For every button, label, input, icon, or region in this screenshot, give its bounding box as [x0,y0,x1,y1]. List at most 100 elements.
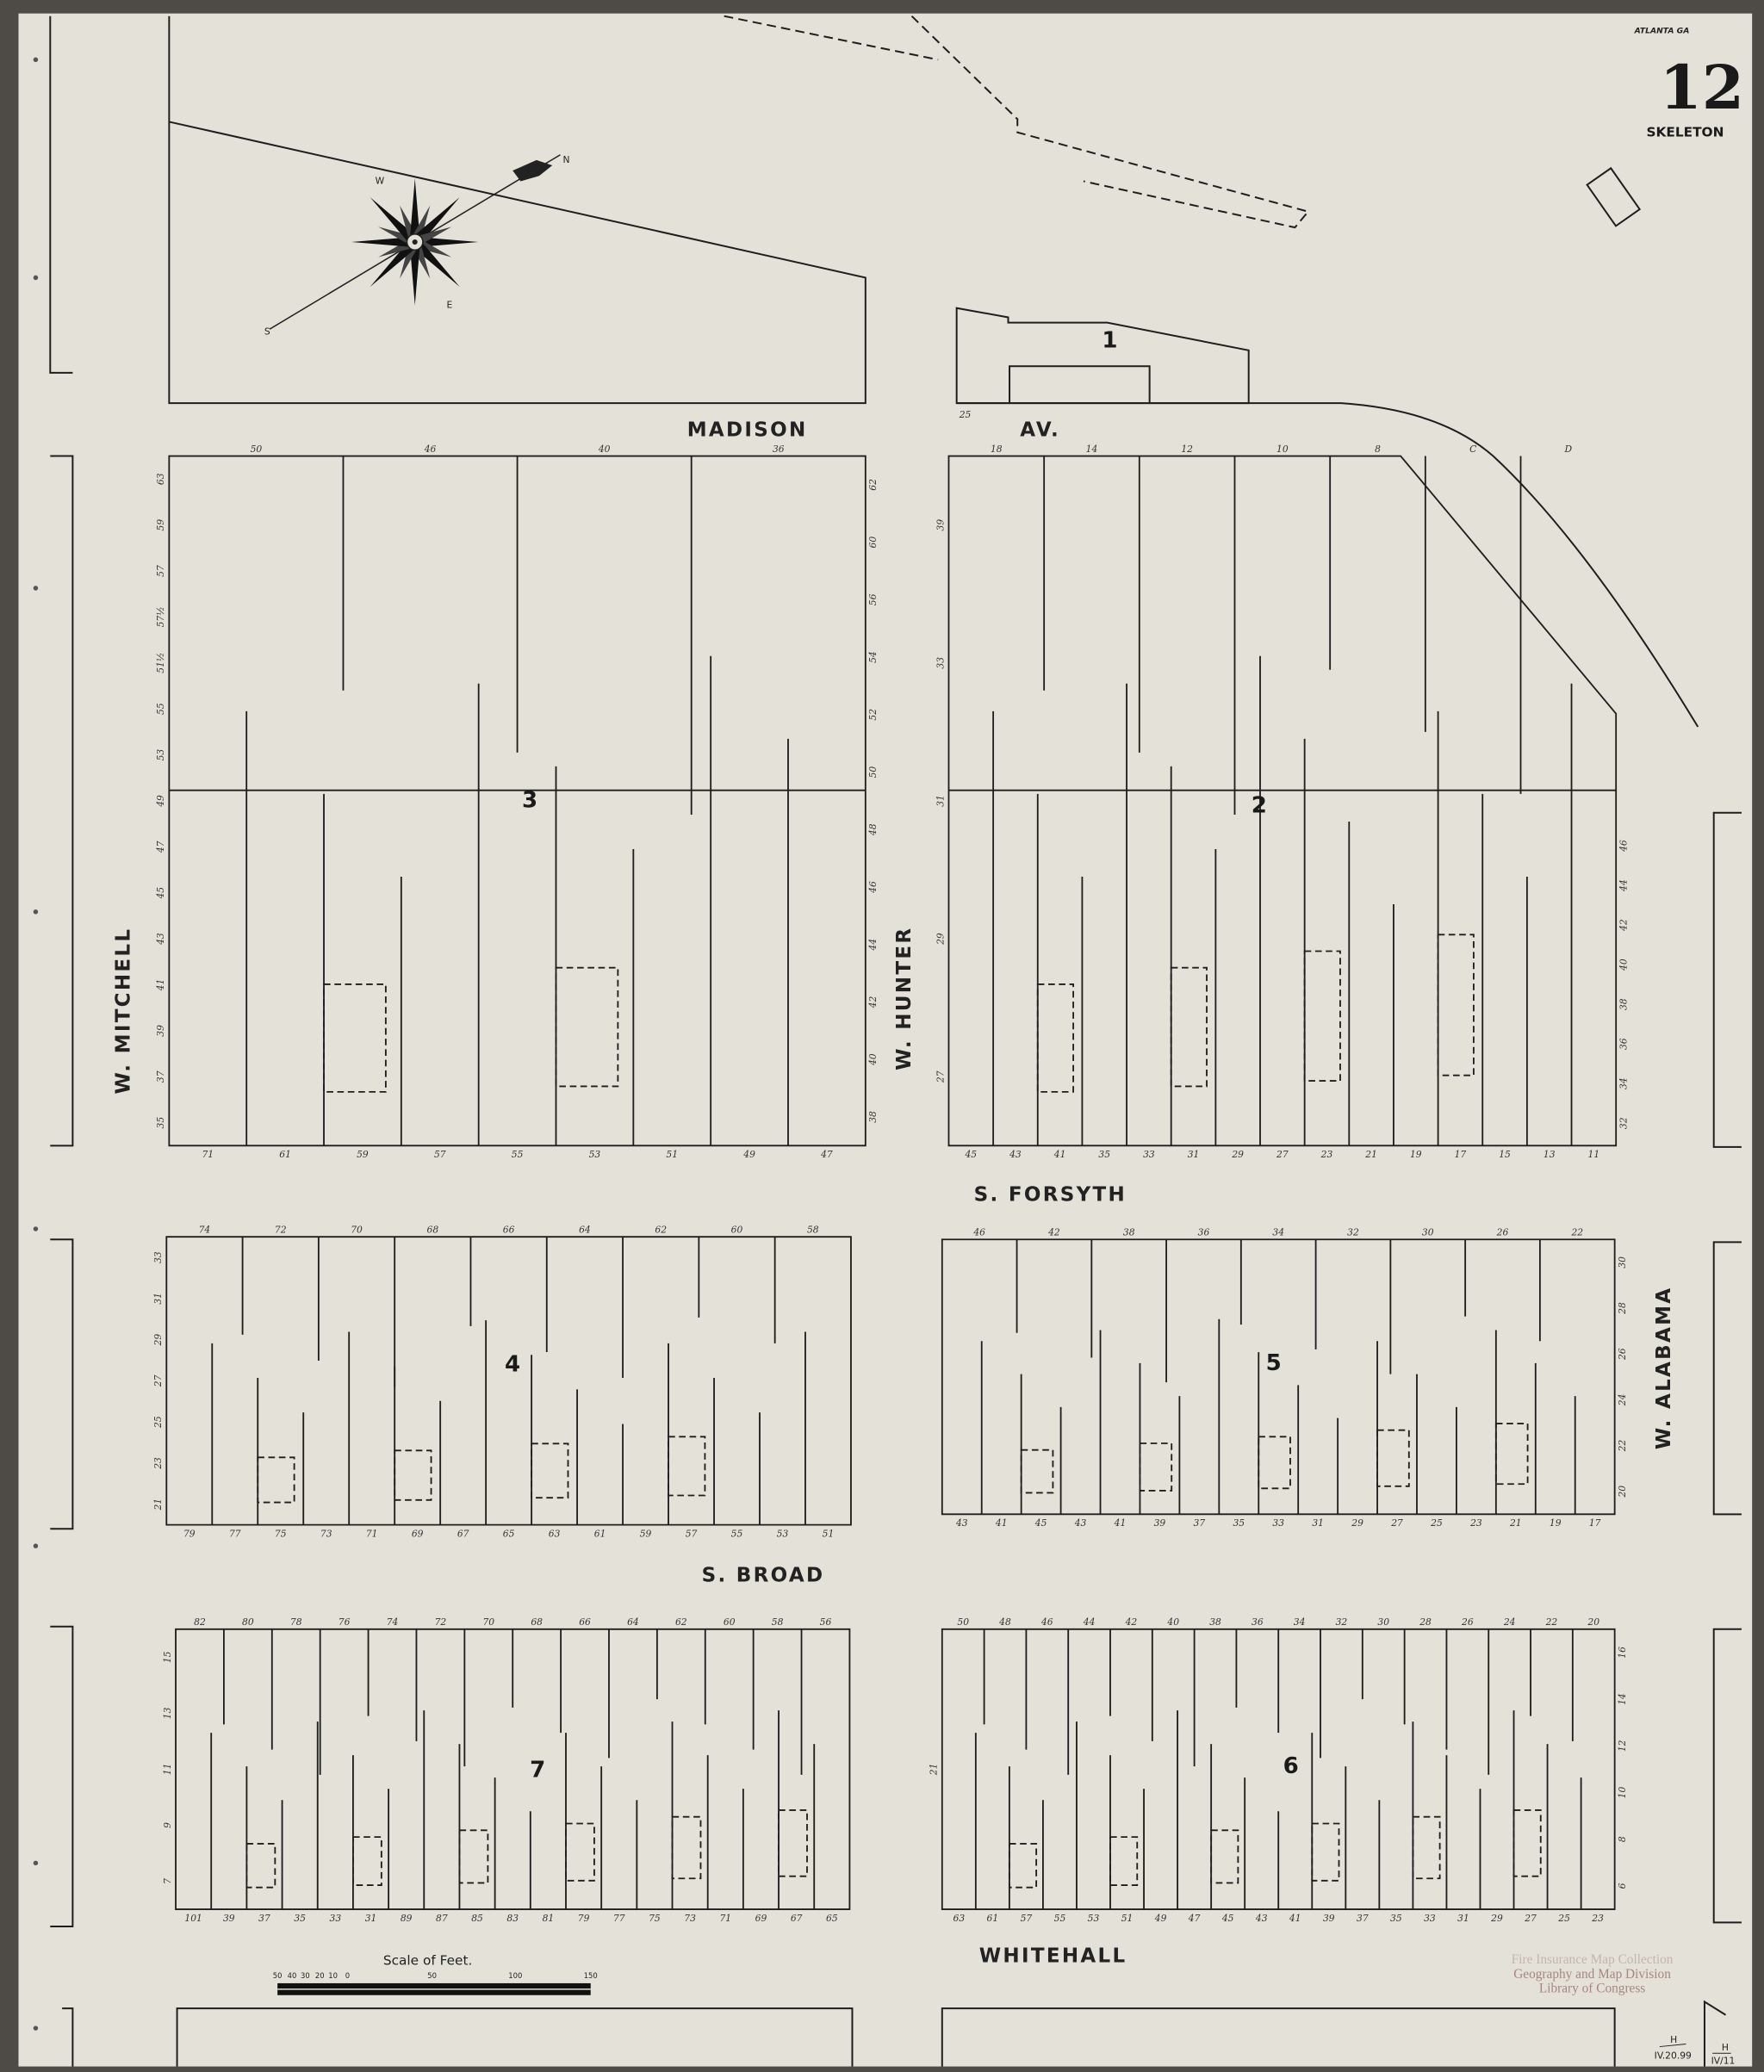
house-number: 49 [742,1149,755,1160]
house-number: 20 [1587,1616,1599,1628]
house-number: 44 [1618,879,1629,892]
house-number: 27 [152,1374,164,1387]
house-number: 32 [1336,1616,1348,1628]
house-number: 101 [184,1913,202,1924]
building-footprint [1036,983,1075,1093]
house-number: 40 [1166,1616,1179,1628]
house-number: 33 [330,1913,342,1924]
house-number: 32 [1618,1117,1629,1129]
house-number: 56 [820,1616,832,1628]
street-label-w-alabama: W. ALABAMA [1653,1287,1675,1450]
house-number: 18 [991,444,1003,455]
house-number: 61 [987,1913,999,1924]
house-number: 47 [155,841,166,853]
house-number: 57 [434,1149,446,1160]
house-number: C [1469,444,1476,455]
scale-tick-label: 40 [288,1971,297,1980]
scale-title: Scale of Feet. [383,1952,472,1968]
house-number: 36 [1618,1038,1629,1050]
building-footprint [1258,1436,1291,1490]
house-number: 76 [339,1616,351,1628]
house-number: 21 [1364,1149,1377,1160]
house-number: 51 [1121,1913,1134,1924]
house-number: 46 [424,444,437,455]
house-number: 9 [162,1822,173,1828]
house-number: 41 [155,979,166,992]
house-number: 61 [594,1528,606,1539]
house-number: 25 [1430,1517,1443,1529]
house-number: 43 [1255,1913,1268,1924]
house-number: 29 [1231,1149,1244,1160]
building-footprint [531,1442,569,1499]
building-footprint [1109,1836,1139,1886]
house-number: 35 [155,1117,166,1129]
house-number: 31 [365,1913,377,1924]
revision-notes: H IV.20.99 H IV/11 [1655,2034,1736,2067]
sheet-number: 12 [1660,52,1744,123]
house-number: 67 [457,1528,469,1539]
house-number: 57½ [155,606,166,627]
house-number: 75 [649,1913,661,1924]
house-number: 17 [1589,1517,1601,1529]
house-number: 31 [152,1293,164,1305]
binding-hole [33,1860,39,1866]
house-number: 59 [357,1149,369,1160]
house-number: 57 [1021,1913,1033,1924]
house-number: 69 [412,1528,424,1539]
binding-hole [33,275,39,281]
house-number: 41 [1114,1517,1127,1529]
house-number: 43 [1009,1149,1022,1160]
house-number: 58 [772,1616,784,1628]
revision-1-top: H [1670,2034,1677,2045]
house-number: 21 [152,1498,164,1511]
house-number: 51 [666,1149,678,1160]
binding-hole [33,1543,39,1548]
house-number: 64 [579,1225,591,1236]
house-number: 40 [867,1053,879,1066]
house-number: 31 [1188,1149,1200,1160]
house-number: 46 [972,1227,985,1238]
house-number: 44 [867,939,879,952]
house-number: 12 [1617,1740,1628,1752]
house-number: 69 [755,1913,767,1924]
house-number: 60 [867,537,879,549]
block-number-4: 4 [505,1352,520,1378]
house-number: 48 [867,823,879,836]
building-footprint [1494,1423,1529,1486]
house-number: 30 [1617,1256,1628,1269]
house-number: 22 [1545,1616,1558,1628]
building-footprint [1376,1429,1410,1487]
house-number: 70 [351,1225,363,1236]
house-number: 33 [152,1251,164,1263]
house-number: 47 [820,1149,833,1160]
compass-label-w: W [376,176,385,187]
house-number: 38 [1618,998,1629,1010]
street-label-whitehall: WHITEHALL [979,1945,1127,1967]
paper [18,13,1753,2067]
house-number: 37 [155,1070,166,1083]
house-number: 50 [251,444,263,455]
block-outline-3 [168,455,866,1147]
house-number: 47 [1188,1913,1201,1924]
block-number-1: 1 [1102,328,1117,354]
house-number: 38 [867,1111,879,1123]
city-label: ATLANTA GA [1634,27,1690,36]
building-footprint [1303,950,1341,1082]
compass-point [411,238,460,288]
house-number: 63 [549,1528,561,1539]
binding-hole [33,57,39,63]
house-number: 51 [823,1528,835,1539]
house-number: 14 [1086,444,1098,455]
house-number: 22 [1570,1227,1583,1238]
house-number: 39 [935,519,946,531]
library-stamp: Fire Insurance Map Collection Geography … [1512,1952,1674,1996]
house-number: 25 [1557,1913,1570,1924]
house-number: 87 [436,1913,448,1924]
house-number: 55 [731,1528,743,1539]
house-number: 31 [1312,1517,1324,1529]
house-number: 77 [229,1528,241,1539]
building-footprint [352,1836,382,1886]
house-number: 53 [155,749,166,761]
house-number: 63 [155,473,166,485]
